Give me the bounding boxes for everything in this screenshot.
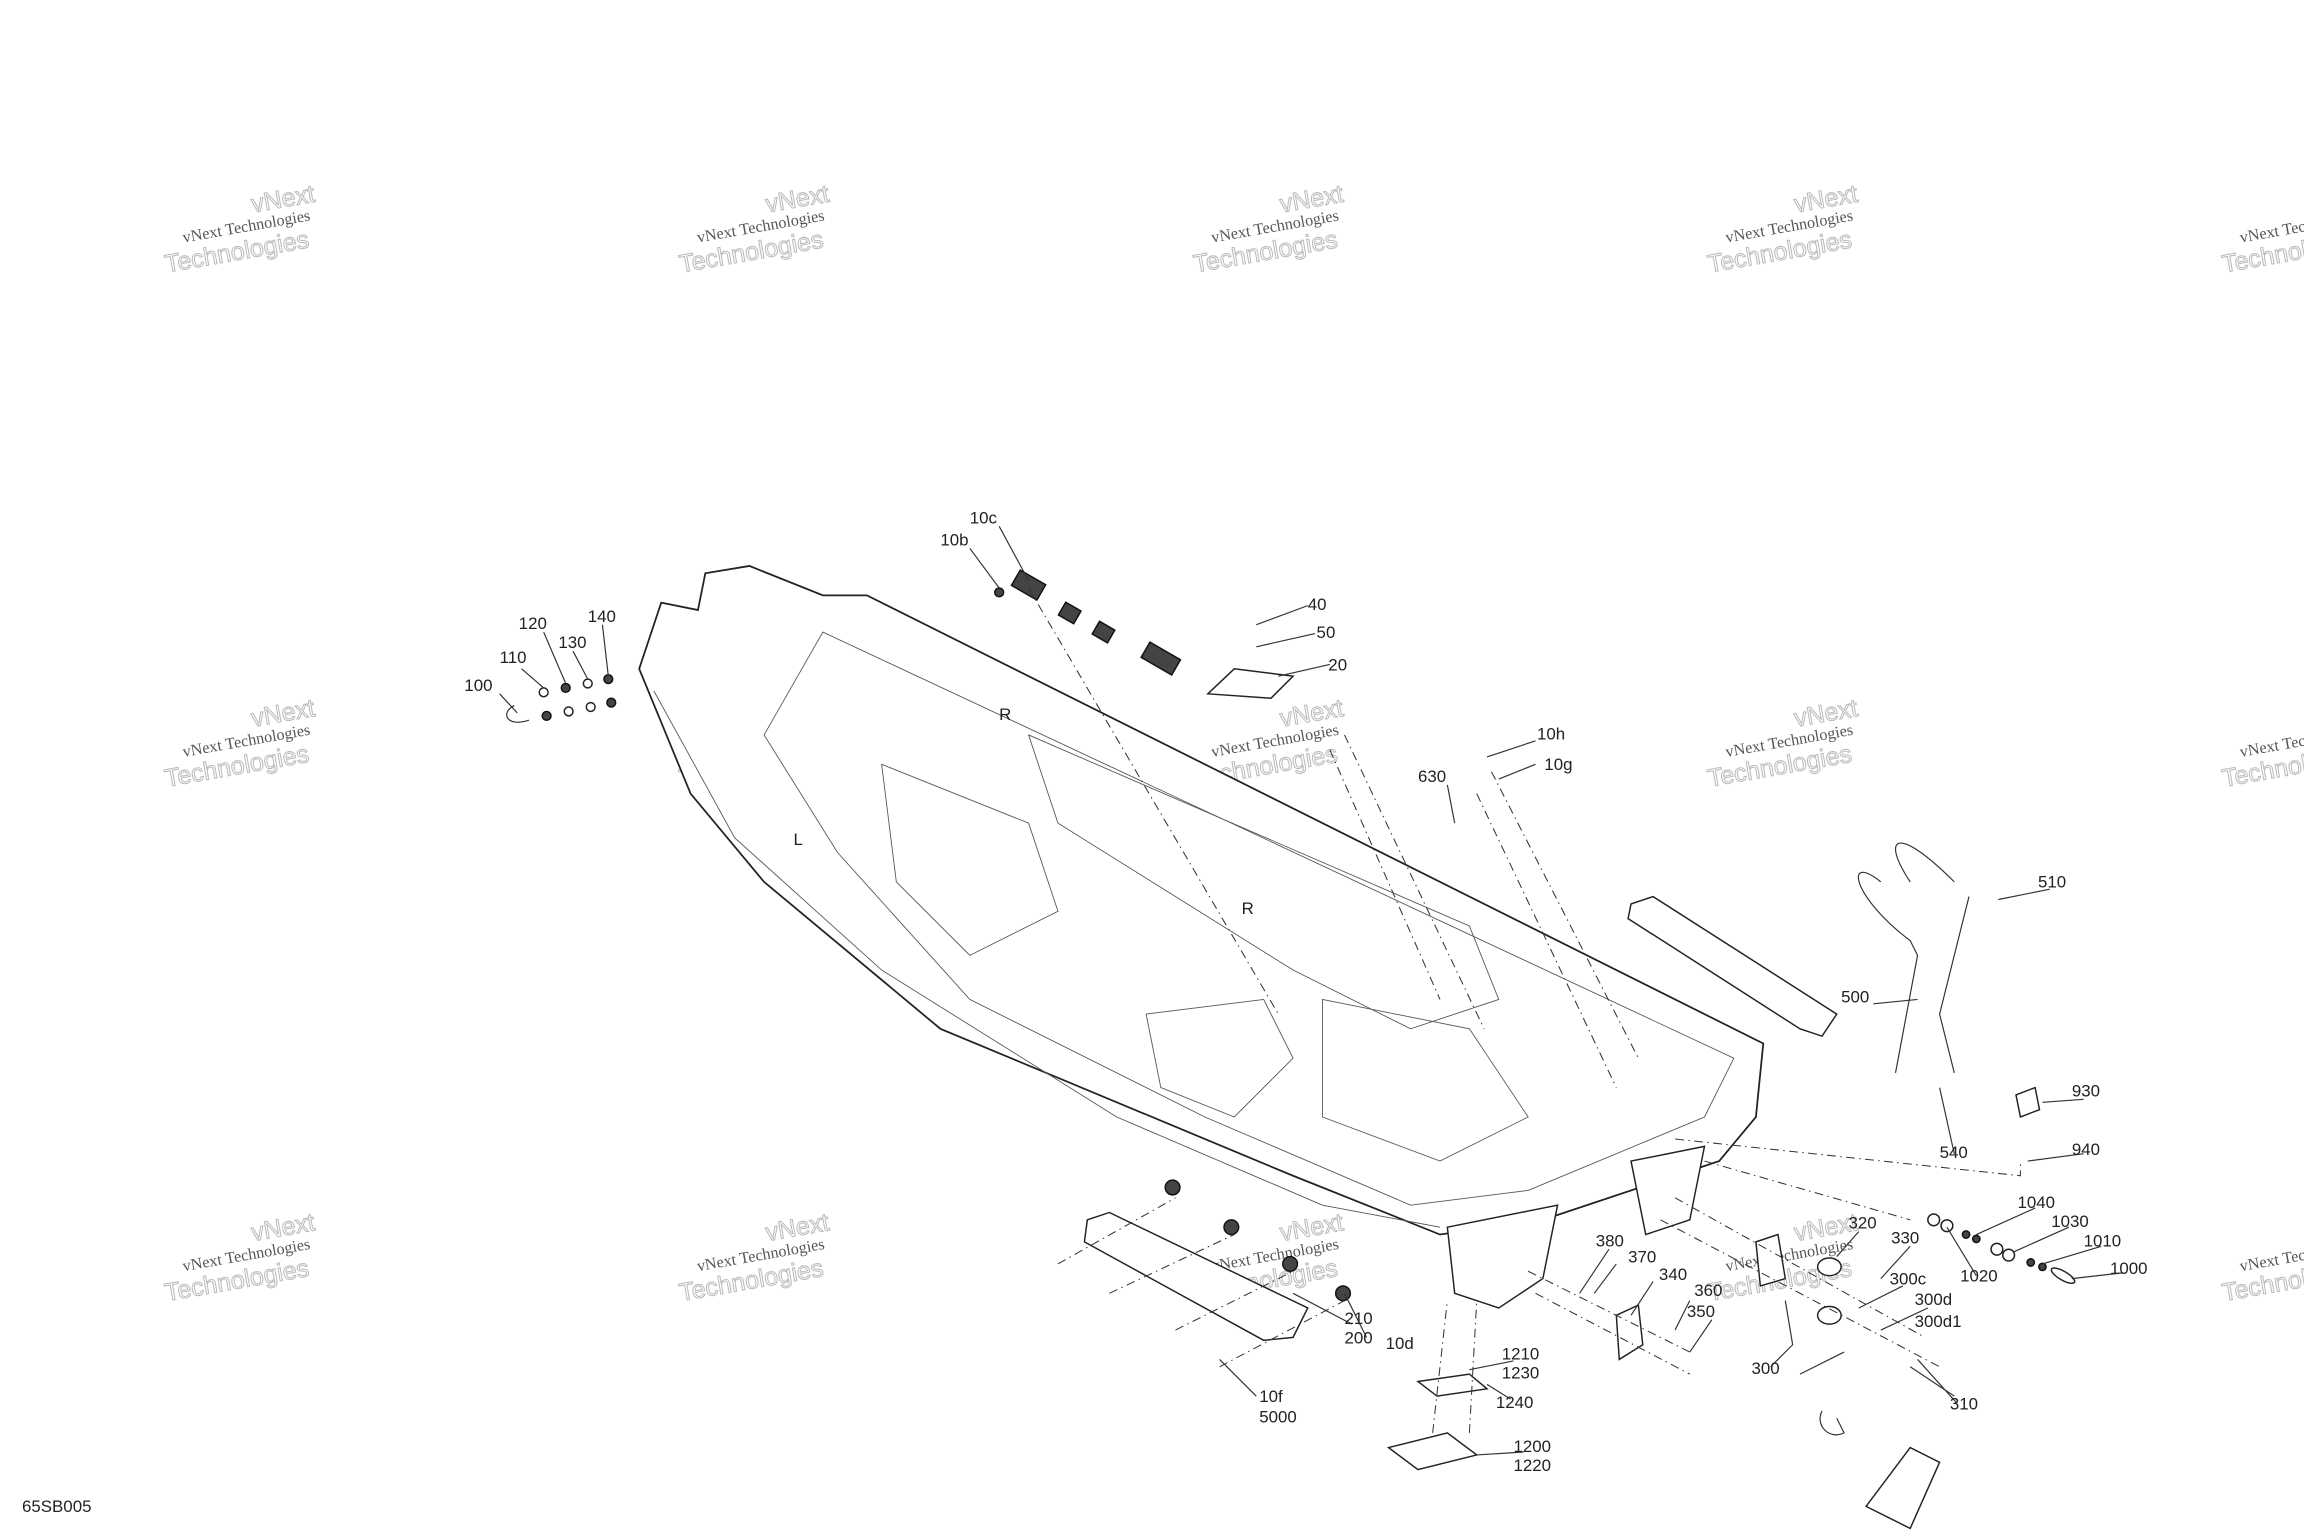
washers-110-140 [506,673,617,723]
callout: 360 [1694,1281,1722,1300]
callout: 200 [1344,1328,1372,1347]
callout: 370 [1628,1247,1656,1266]
callout: 1000 [2110,1259,2148,1278]
hull-mark-r: R [999,705,1011,724]
callout: 1010 [2084,1231,2122,1250]
hose-500 [1857,842,1970,1074]
callout: 1230 [1502,1364,1540,1383]
callout: 540 [1940,1143,1968,1162]
callout: 120 [519,614,547,633]
plate-1240 [1416,1373,1489,1397]
callout: 10d [1386,1334,1414,1353]
callout-labels: 10c 10b 120 140 130 110 100 40 50 20 10h… [22,508,2148,1516]
intake-grate-1200 [1386,1432,1479,1471]
vent-covers [994,569,1182,676]
reboarding-step [1865,1446,1941,1530]
callout: 340 [1659,1265,1687,1284]
callout: 510 [2038,873,2066,892]
callout: 10c [970,508,997,527]
callout: 1030 [2051,1212,2089,1231]
rub-rail-right [1627,895,1838,1038]
hull-mark-l: L [793,830,802,849]
callout: 10f [1259,1387,1283,1406]
callout: 320 [1848,1214,1876,1233]
assembly-lines [1028,587,2021,1433]
callout: 1200 [1513,1437,1551,1456]
callout: 10b [940,530,968,549]
callout: 930 [2072,1081,2100,1100]
callout: 5000 [1259,1408,1297,1427]
callout: 210 [1344,1309,1372,1328]
callout: 300c [1890,1269,1927,1288]
callout: 940 [2072,1140,2100,1159]
hull-mark-r: R [1242,899,1254,918]
bracket-20 [1206,668,1295,699]
callout: 300d1 [1915,1312,1962,1331]
leader-lines [499,526,2124,1456]
callout: 100 [464,676,492,695]
callout: 140 [588,607,616,626]
washers-1000 [1927,1213,2076,1285]
callout: 350 [1687,1302,1715,1321]
callout: 1040 [2017,1193,2055,1212]
bracket-340 [1615,1303,1644,1361]
hull-body: R R L [638,565,1765,1309]
rub-rail-left [1083,1211,1309,1342]
callout: 380 [1596,1231,1624,1250]
callout: 1210 [1502,1344,1540,1363]
callout: 630 [1418,767,1446,786]
callout: 10h [1537,724,1565,743]
callout: 500 [1841,987,1869,1006]
callout: 1020 [1960,1267,1998,1286]
callout: 40 [1308,595,1327,614]
callout: 310 [1950,1394,1978,1413]
callout: 110 [500,648,527,667]
callout: 1240 [1496,1393,1534,1412]
callout: 50 [1317,623,1336,642]
callout: 10g [1544,755,1572,774]
callout: 130 [558,633,586,652]
drain-plug-930 [2015,1086,2041,1118]
callout: 300 [1752,1359,1780,1378]
callout: 1220 [1513,1456,1551,1475]
callout: 300d [1915,1290,1953,1309]
bracket-300 [1755,1233,1787,1287]
callout: 330 [1891,1228,1919,1247]
diagram-id: 65SB005 [22,1497,91,1516]
callout: 20 [1328,655,1347,674]
